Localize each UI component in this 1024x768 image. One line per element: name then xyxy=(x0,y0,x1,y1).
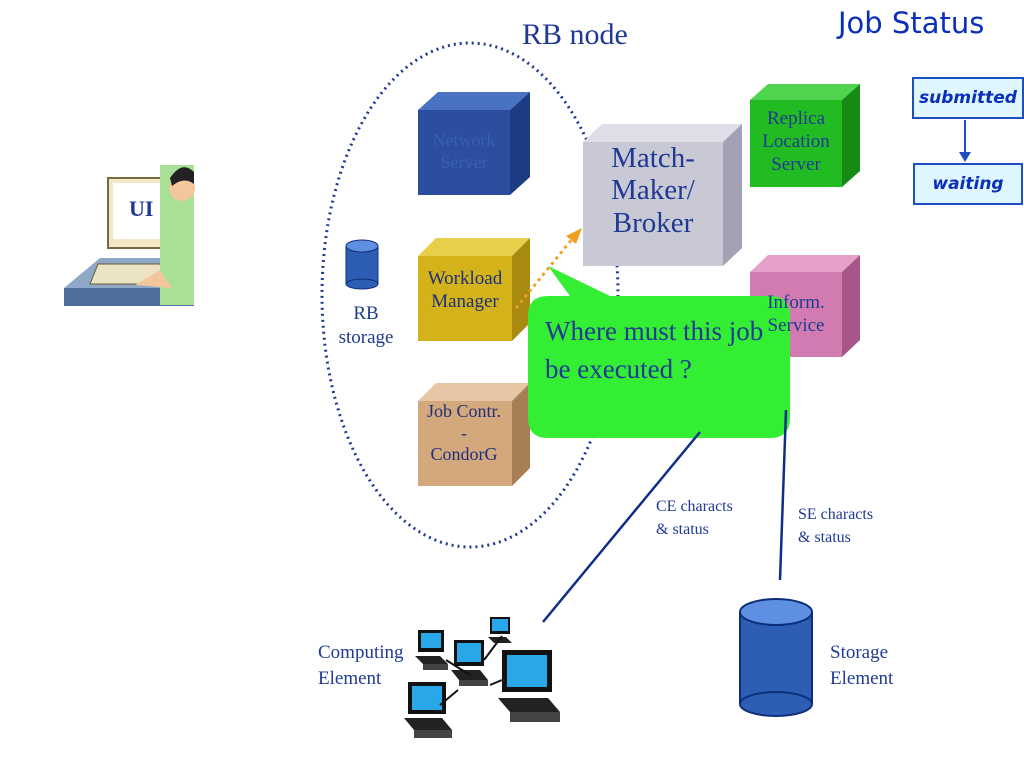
computing-element-line2: Element xyxy=(318,667,382,689)
replica-location-line2: Location xyxy=(762,130,830,152)
workload-manager-cube xyxy=(418,238,530,341)
status-submitted: submitted xyxy=(912,77,1024,119)
status-waiting: waiting xyxy=(913,163,1023,205)
computing-element-label: Computing Element xyxy=(318,640,404,691)
job-controller-line2: - xyxy=(461,422,467,443)
storage-element-icon xyxy=(739,598,813,717)
callout-text: Where must this job be executed ? xyxy=(545,316,764,385)
rb-node-title: RB node xyxy=(522,18,628,51)
match-maker-cube xyxy=(583,124,742,266)
ce-link-label: CE characts & status xyxy=(656,495,733,541)
se-link-label: SE characts & status xyxy=(798,503,873,549)
match-maker-line1: Match- xyxy=(611,142,695,174)
information-service-line2: Service xyxy=(767,314,825,336)
ui-user-icon xyxy=(64,165,195,306)
replica-location-label: Replica Location Server xyxy=(750,108,842,176)
computing-element-icon xyxy=(404,617,560,738)
storage-element-line2: Element xyxy=(830,667,894,689)
job-controller-line1: Job Contr. xyxy=(426,401,501,421)
job-status-title: Job Status xyxy=(838,6,985,40)
ce-link-line1: CE characts xyxy=(656,498,733,515)
match-maker-line3: Broker xyxy=(612,206,694,239)
se-link-line1: SE characts xyxy=(798,506,874,523)
se-link-line2: & status xyxy=(798,529,851,547)
ui-label: UI xyxy=(129,196,154,221)
match-maker-label: Match- Maker/ Broker xyxy=(583,142,723,239)
information-service-line1: Inform. xyxy=(767,292,825,313)
job-controller-cube xyxy=(418,383,530,486)
replica-location-line1: Replica xyxy=(766,108,826,129)
job-controller-line3: CondorG xyxy=(430,444,498,465)
network-server-line1: Network xyxy=(432,130,496,150)
match-maker-line2: Maker/ xyxy=(611,174,695,207)
network-server-line2: Server xyxy=(440,151,488,172)
replica-location-line3: Server xyxy=(771,153,821,175)
storage-element-label: Storage Element xyxy=(830,640,893,691)
status-transition-arrow xyxy=(959,120,971,162)
workload-manager-line2: Manager xyxy=(431,290,499,312)
network-server-label: Network Server xyxy=(418,130,510,173)
rb-storage-icon xyxy=(345,239,379,290)
replica-location-cube xyxy=(750,84,860,187)
information-service-label: Inform. Service xyxy=(750,292,842,338)
callout-bubble xyxy=(528,266,790,438)
rb-node-boundary xyxy=(320,41,620,549)
network-server-cube xyxy=(418,92,530,195)
computing-element-line1: Computing xyxy=(318,642,404,663)
job-controller-label: Job Contr. - CondorG xyxy=(414,401,514,466)
wm-to-matchmaker-arrow xyxy=(514,228,582,309)
workload-manager-label: Workload Manager xyxy=(418,268,512,314)
se-link-line xyxy=(778,409,788,581)
rb-storage-label-line1: RB xyxy=(353,303,379,324)
ce-link-line xyxy=(542,431,701,623)
rb-storage-label-line2: storage xyxy=(338,326,394,348)
storage-element-line1: Storage xyxy=(830,642,889,663)
ce-link-line2: & status xyxy=(656,521,709,539)
workload-manager-line1: Workload xyxy=(427,268,503,289)
rb-storage-label: RB storage xyxy=(326,302,406,350)
